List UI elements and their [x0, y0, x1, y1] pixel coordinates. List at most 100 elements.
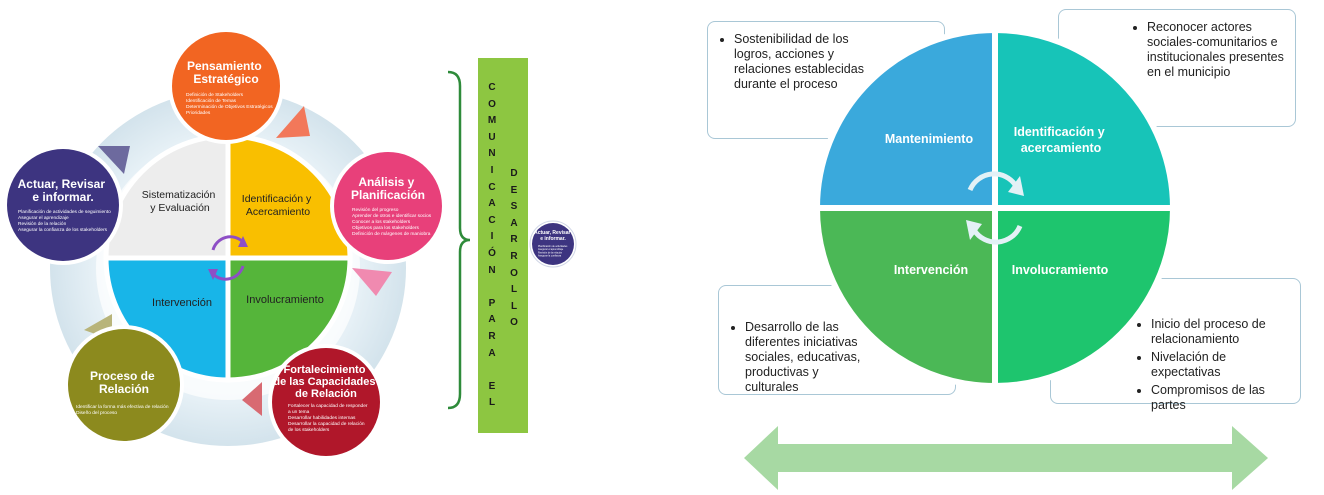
banner-letter: O: [510, 267, 518, 279]
box-item: Compromisos de las partes: [1151, 383, 1290, 413]
node-item: Definición de Stakeholders: [186, 92, 244, 98]
banner-letter: R: [488, 330, 496, 342]
node-item: Identificación de Temas: [186, 98, 237, 104]
node-title: Planificación: [351, 188, 425, 202]
box-item: Inicio del proceso de relacionamiento: [1151, 317, 1290, 347]
banner-letter: O: [510, 317, 518, 329]
node-item: Conocer a los stakeholders: [352, 219, 411, 225]
box-item: Desarrollo de las diferentes iniciativas…: [745, 320, 875, 395]
small-node-title: e informar.: [540, 236, 566, 242]
box-mantenimiento: Sostenibilidad de los logros, acciones y…: [707, 21, 945, 139]
box-involucramiento: Inicio del proceso de relacionamiento Ni…: [1050, 278, 1301, 412]
label-involucramiento: Involucramiento: [1012, 263, 1109, 277]
svg-text:Identificación y Acercam: Identificación y Acercamiento: [242, 193, 314, 218]
label-identificacion-1: Identificación y: [1014, 125, 1105, 139]
label-intervencion: Intervención: [894, 263, 968, 277]
box-item: Sostenibilidad de los logros, acciones y…: [734, 32, 874, 92]
stakeholder-cycle-diagram: Sistematización y Evaluación Identificac…: [3, 28, 470, 460]
node-proceso-relacion: Proceso de Relación Identificar la forma…: [64, 325, 184, 445]
node-item: Identificar la forma más efectiva de rel…: [76, 404, 169, 410]
svg-text:Identificar la forma más efect: Identificar la forma más efectiva de rel…: [76, 404, 170, 416]
banner-letter: I: [490, 164, 494, 176]
node-item: Planificación de actividades de seguimie…: [18, 209, 111, 215]
quadrant-label-identificacion-2: Acercamiento: [246, 206, 310, 218]
node-title: Actuar, Revisar: [18, 177, 106, 191]
node-item: de los stakeholders: [288, 427, 330, 433]
svg-text:Actuar, Revisar e info: Actuar, Revisar e informar.: [18, 177, 109, 204]
node-title: Pensamiento: [187, 59, 262, 73]
quadrant-involucramiento: [225, 255, 353, 383]
pointer-triangle: [276, 106, 310, 138]
svg-text:Fortalecimiento de las: Fortalecimiento de las Capacidades de Re…: [273, 364, 378, 400]
cycle-arrow-icon: [211, 235, 245, 251]
banner-letter: A: [488, 347, 496, 359]
svg-text:Definición de Stakeholders: Definición de Stakeholders Identificació…: [186, 92, 274, 116]
banner-letter: L: [510, 300, 518, 312]
banner-letter: N: [488, 264, 496, 276]
quadrant-label-intervencion: Intervención: [152, 297, 212, 309]
node-item: Objetivos para los stakeholders: [352, 225, 420, 231]
node-title: Fortalecimiento: [284, 364, 366, 376]
svg-text:Planificación de actividades: Planificación de actividades Asegurar el…: [538, 245, 568, 258]
node-item: Prioridades: [186, 110, 211, 116]
quadrant-label-sistematizacion-2: y Evaluación: [150, 202, 210, 214]
svg-text:Planificación de actividades d: Planificación de actividades de seguimie…: [18, 209, 112, 233]
banner-letter: L: [488, 397, 496, 409]
node-item: a un tema: [288, 409, 310, 415]
node-pensamiento-estrategico: Pensamiento Estratégico Definición de St…: [168, 28, 284, 144]
node-title: de las Capacidades: [273, 376, 375, 388]
cycle-arrow-icon: [967, 171, 1019, 192]
label-identificacion-2: acercamiento: [1021, 141, 1102, 155]
pointer-triangle: [98, 146, 130, 174]
node-title: Análisis y: [358, 175, 414, 189]
banner-letter: N: [488, 148, 496, 160]
banner-letter: L: [510, 284, 518, 296]
quadrant-label-involucramiento: Involucramiento: [246, 294, 324, 306]
node-item: Aprender de otros e identificar socios: [352, 213, 432, 219]
node-actuar-revisar: Actuar, Revisar e informar. Planificació…: [3, 145, 123, 265]
banner-letter: C: [488, 82, 496, 93]
node-analisis-planificacion: Análisis y Planificación Revisión del pr…: [330, 148, 446, 264]
quadrant-label-sistematizacion-1: Sistematización: [142, 189, 216, 201]
banner-letter: U: [488, 131, 496, 143]
node-item: Revisión de la relación: [18, 221, 67, 227]
banner-letter: M: [487, 115, 497, 127]
cycle-arrow-head-icon: [208, 269, 218, 280]
banner-letter: R: [510, 234, 518, 246]
node-item: Determinación de Objetivos Estratégicos: [186, 104, 273, 110]
quadrant-label-identificacion-1: Identificación y: [242, 193, 312, 205]
cycle-arrow-icon: [971, 224, 1023, 245]
node-item: Asegurar el aprendizaje: [18, 215, 69, 221]
node-item: Fortalecer la capacidad de responder: [288, 403, 368, 409]
svg-text:Pensamiento Estratégic: Pensamiento Estratégico: [187, 59, 265, 86]
double-arrow: [744, 426, 1268, 490]
node-fortalecimiento: Fortalecimiento de las Capacidades de Re…: [268, 344, 384, 460]
cycle-arrow-head-icon: [238, 236, 248, 247]
banner-letter: E: [488, 380, 496, 392]
small-node-item: Planificación de actividades: [538, 245, 568, 248]
cycle-arrow-icon: [211, 265, 245, 281]
svg-text:Actuar, Revisar e inform: Actuar, Revisar e informar.: [534, 230, 572, 242]
small-node-item: Asegurar la confianza: [538, 255, 562, 258]
node-item: Asegurar la confianza de los stakeholder…: [18, 227, 108, 233]
node-item: Definición de márgenes de maniobra: [352, 231, 431, 237]
banner-letter: Ó: [488, 247, 496, 259]
cycle-arrow-head-icon: [966, 220, 982, 240]
banner-letter: A: [488, 198, 496, 210]
node-item: Desarrollar la capacidad de relación: [288, 421, 365, 427]
pointer-triangle: [352, 268, 392, 296]
svg-text:Sistematización y Evalua: Sistematización y Evaluación: [142, 189, 218, 214]
svg-text:Análisis y Planificaci: Análisis y Planificación: [351, 175, 425, 202]
banner-letter: A: [510, 217, 518, 229]
box-intervencion: Desarrollo de las diferentes iniciativas…: [718, 285, 956, 395]
box-item: Reconocer actores sociales-comunitarios …: [1147, 20, 1285, 80]
small-node-item: Revisión de la relación: [538, 251, 563, 254]
small-node-title: Actuar, Revisar: [534, 230, 570, 236]
banner-letter: C: [488, 214, 496, 226]
banner-letter: E: [510, 184, 518, 196]
box-identificacion: Reconocer actores sociales-comunitarios …: [1058, 9, 1296, 127]
node-item: Desarrollar habilidades internas: [288, 415, 356, 421]
banner-letter: C: [488, 181, 496, 193]
